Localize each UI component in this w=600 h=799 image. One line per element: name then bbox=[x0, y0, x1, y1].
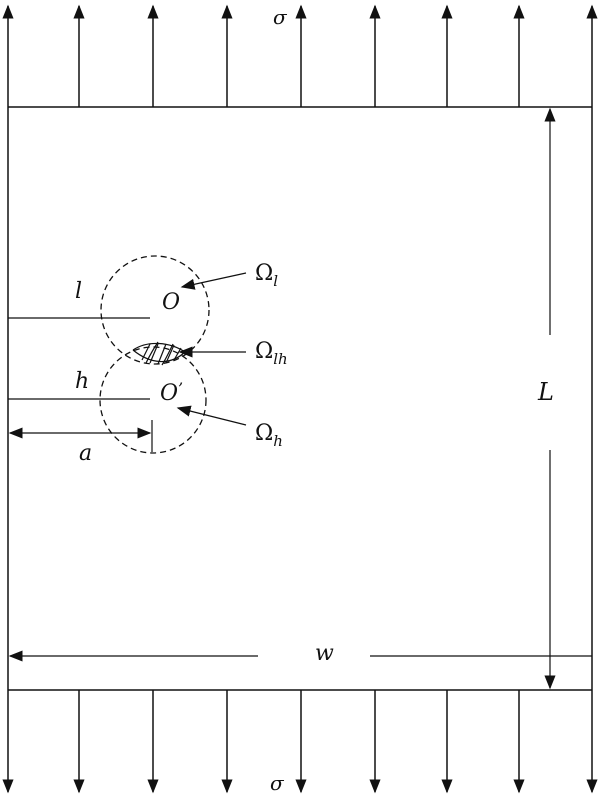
stress-arrows-bottom bbox=[2, 690, 598, 794]
dim-w-label: w bbox=[315, 641, 334, 666]
omega-l-label: Ωl bbox=[255, 261, 278, 290]
center-O-prime-label: O bbox=[160, 381, 178, 406]
omega-lh-label: Ωlh bbox=[255, 339, 288, 368]
zone-circle-l bbox=[100, 255, 210, 365]
zone-circle-h bbox=[99, 346, 207, 454]
omega-h-label: Ωh bbox=[255, 421, 283, 450]
overlap-region-lh bbox=[132, 341, 186, 366]
dim-L-label: L bbox=[537, 378, 554, 406]
center-O-label: O bbox=[162, 290, 180, 315]
pointer-omega-l bbox=[180, 272, 247, 290]
sigma-top-label: σ bbox=[273, 5, 288, 29]
crack-l-label: l bbox=[75, 279, 82, 304]
center-O-prime-mark: ’ bbox=[178, 379, 183, 398]
crack-h-label: h bbox=[75, 369, 89, 394]
stress-arrows-top bbox=[2, 4, 598, 107]
pointer-omega-h bbox=[176, 405, 247, 426]
sigma-bottom-label: σ bbox=[270, 771, 285, 795]
dim-a-label: a bbox=[79, 441, 92, 466]
